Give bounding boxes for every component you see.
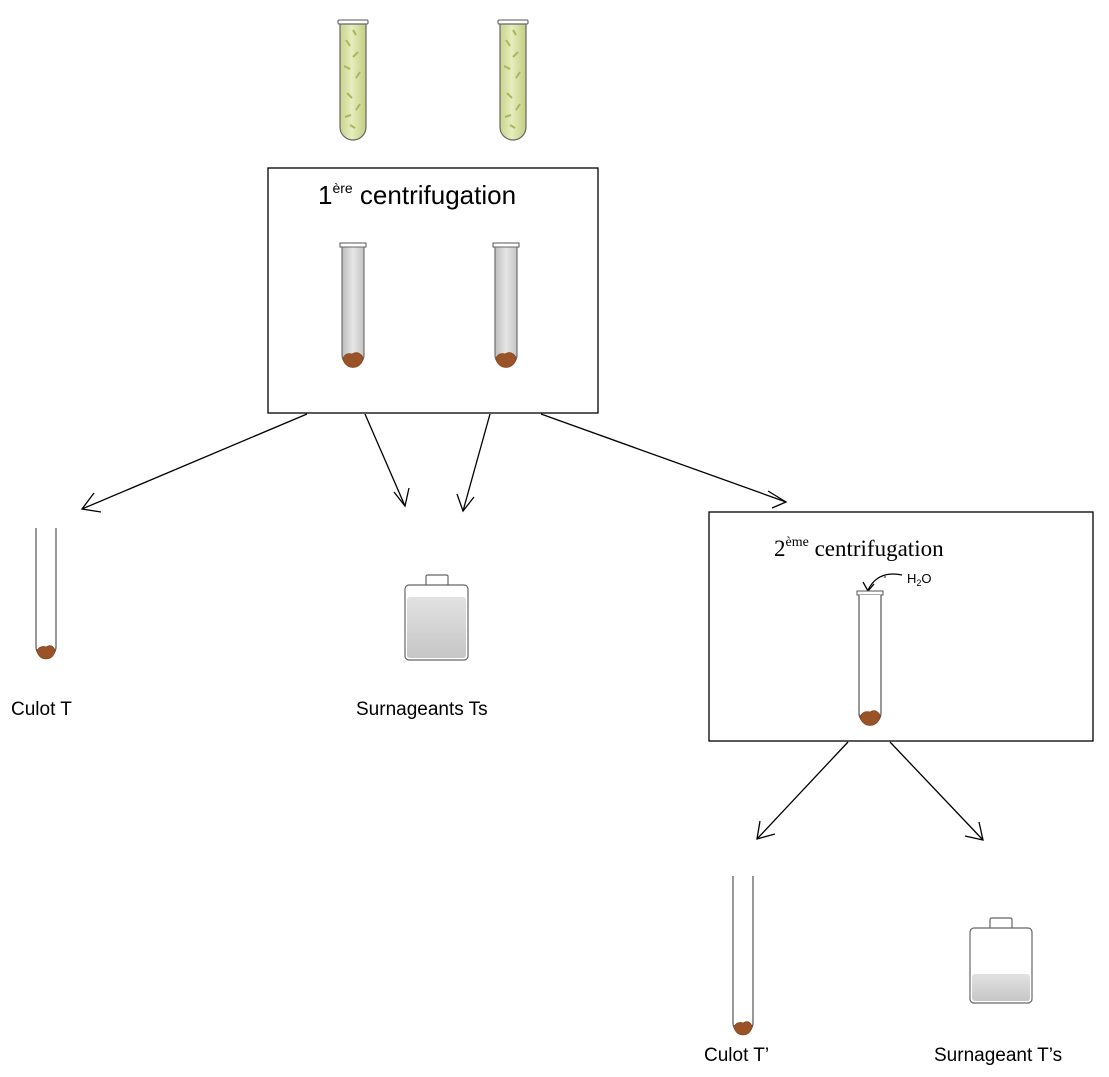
second-centrifugation-box: 2ème centrifugation H2O	[708, 511, 1094, 742]
first-centrifugation-title: 1ère centrifugation	[318, 180, 516, 210]
centrifuged-tube-left	[339, 242, 367, 368]
culot-t-prime-tube	[732, 876, 754, 1036]
arrow-to-second-centrifugation	[540, 413, 788, 509]
label-culot-t-prime: Culot T’	[704, 1045, 769, 1066]
arrow-to-surnageant-t-prime-s	[889, 741, 984, 841]
water-label: H2O	[907, 571, 932, 588]
first-centrifugation-box: 1ère centrifugation	[267, 167, 599, 414]
arrow-to-surnageants-left	[364, 413, 410, 508]
resuspended-tube	[856, 590, 884, 726]
arrow-to-culot-t-prime	[756, 741, 849, 840]
label-surnageants-ts: Surnageants Ts	[356, 699, 488, 720]
surnageant-t-prime-bottle	[969, 917, 1033, 1004]
label-culot-t: Culot T	[11, 699, 72, 720]
surnageants-bottle	[404, 574, 469, 661]
culture-tube-left	[337, 19, 369, 141]
arrow-to-surnageants-right	[456, 413, 491, 513]
culture-tube-right	[497, 19, 529, 141]
centrifuged-tube-right	[492, 242, 520, 368]
label-surnageant-t-prime-s: Surnageant T’s	[934, 1045, 1062, 1066]
arrow-to-culot-t	[80, 413, 308, 513]
culot-t-tube	[35, 528, 57, 660]
second-centrifugation-title: 2ème centrifugation	[774, 535, 944, 561]
